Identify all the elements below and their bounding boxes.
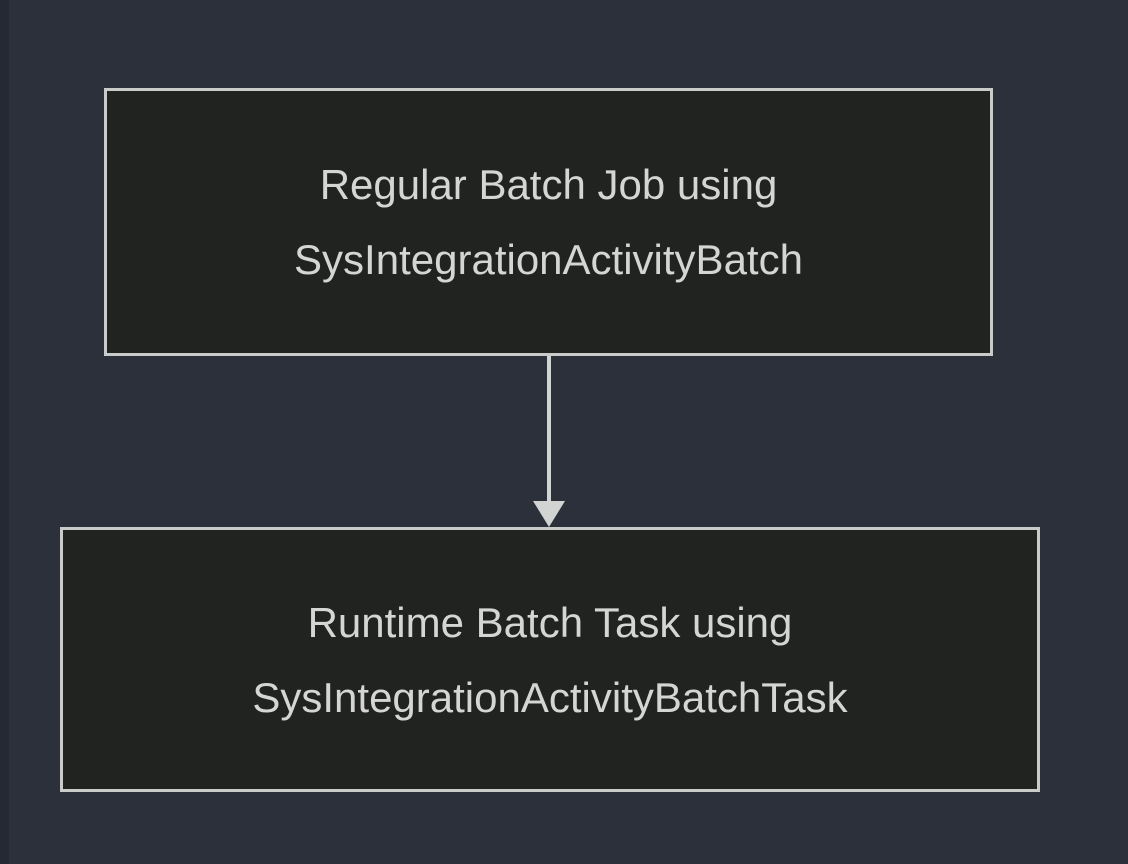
node-runtime-batch-task: Runtime Batch Task using SysIntegrationA… [60,527,1040,792]
left-edge-strip [0,0,9,864]
node-runtime-batch-task-line1: Runtime Batch Task using [307,598,793,646]
node-regular-batch-job-line1: Regular Batch Job using [319,161,778,208]
node-runtime-batch-task-line2: SysIntegrationActivityBatchTask [252,673,848,721]
node-regular-batch-job-line2: SysIntegrationActivityBatch [294,236,803,283]
arrow-down-icon [533,501,565,527]
node-regular-batch-job: Regular Batch Job using SysIntegrationAc… [104,88,993,356]
edge-connector-line [547,356,551,503]
